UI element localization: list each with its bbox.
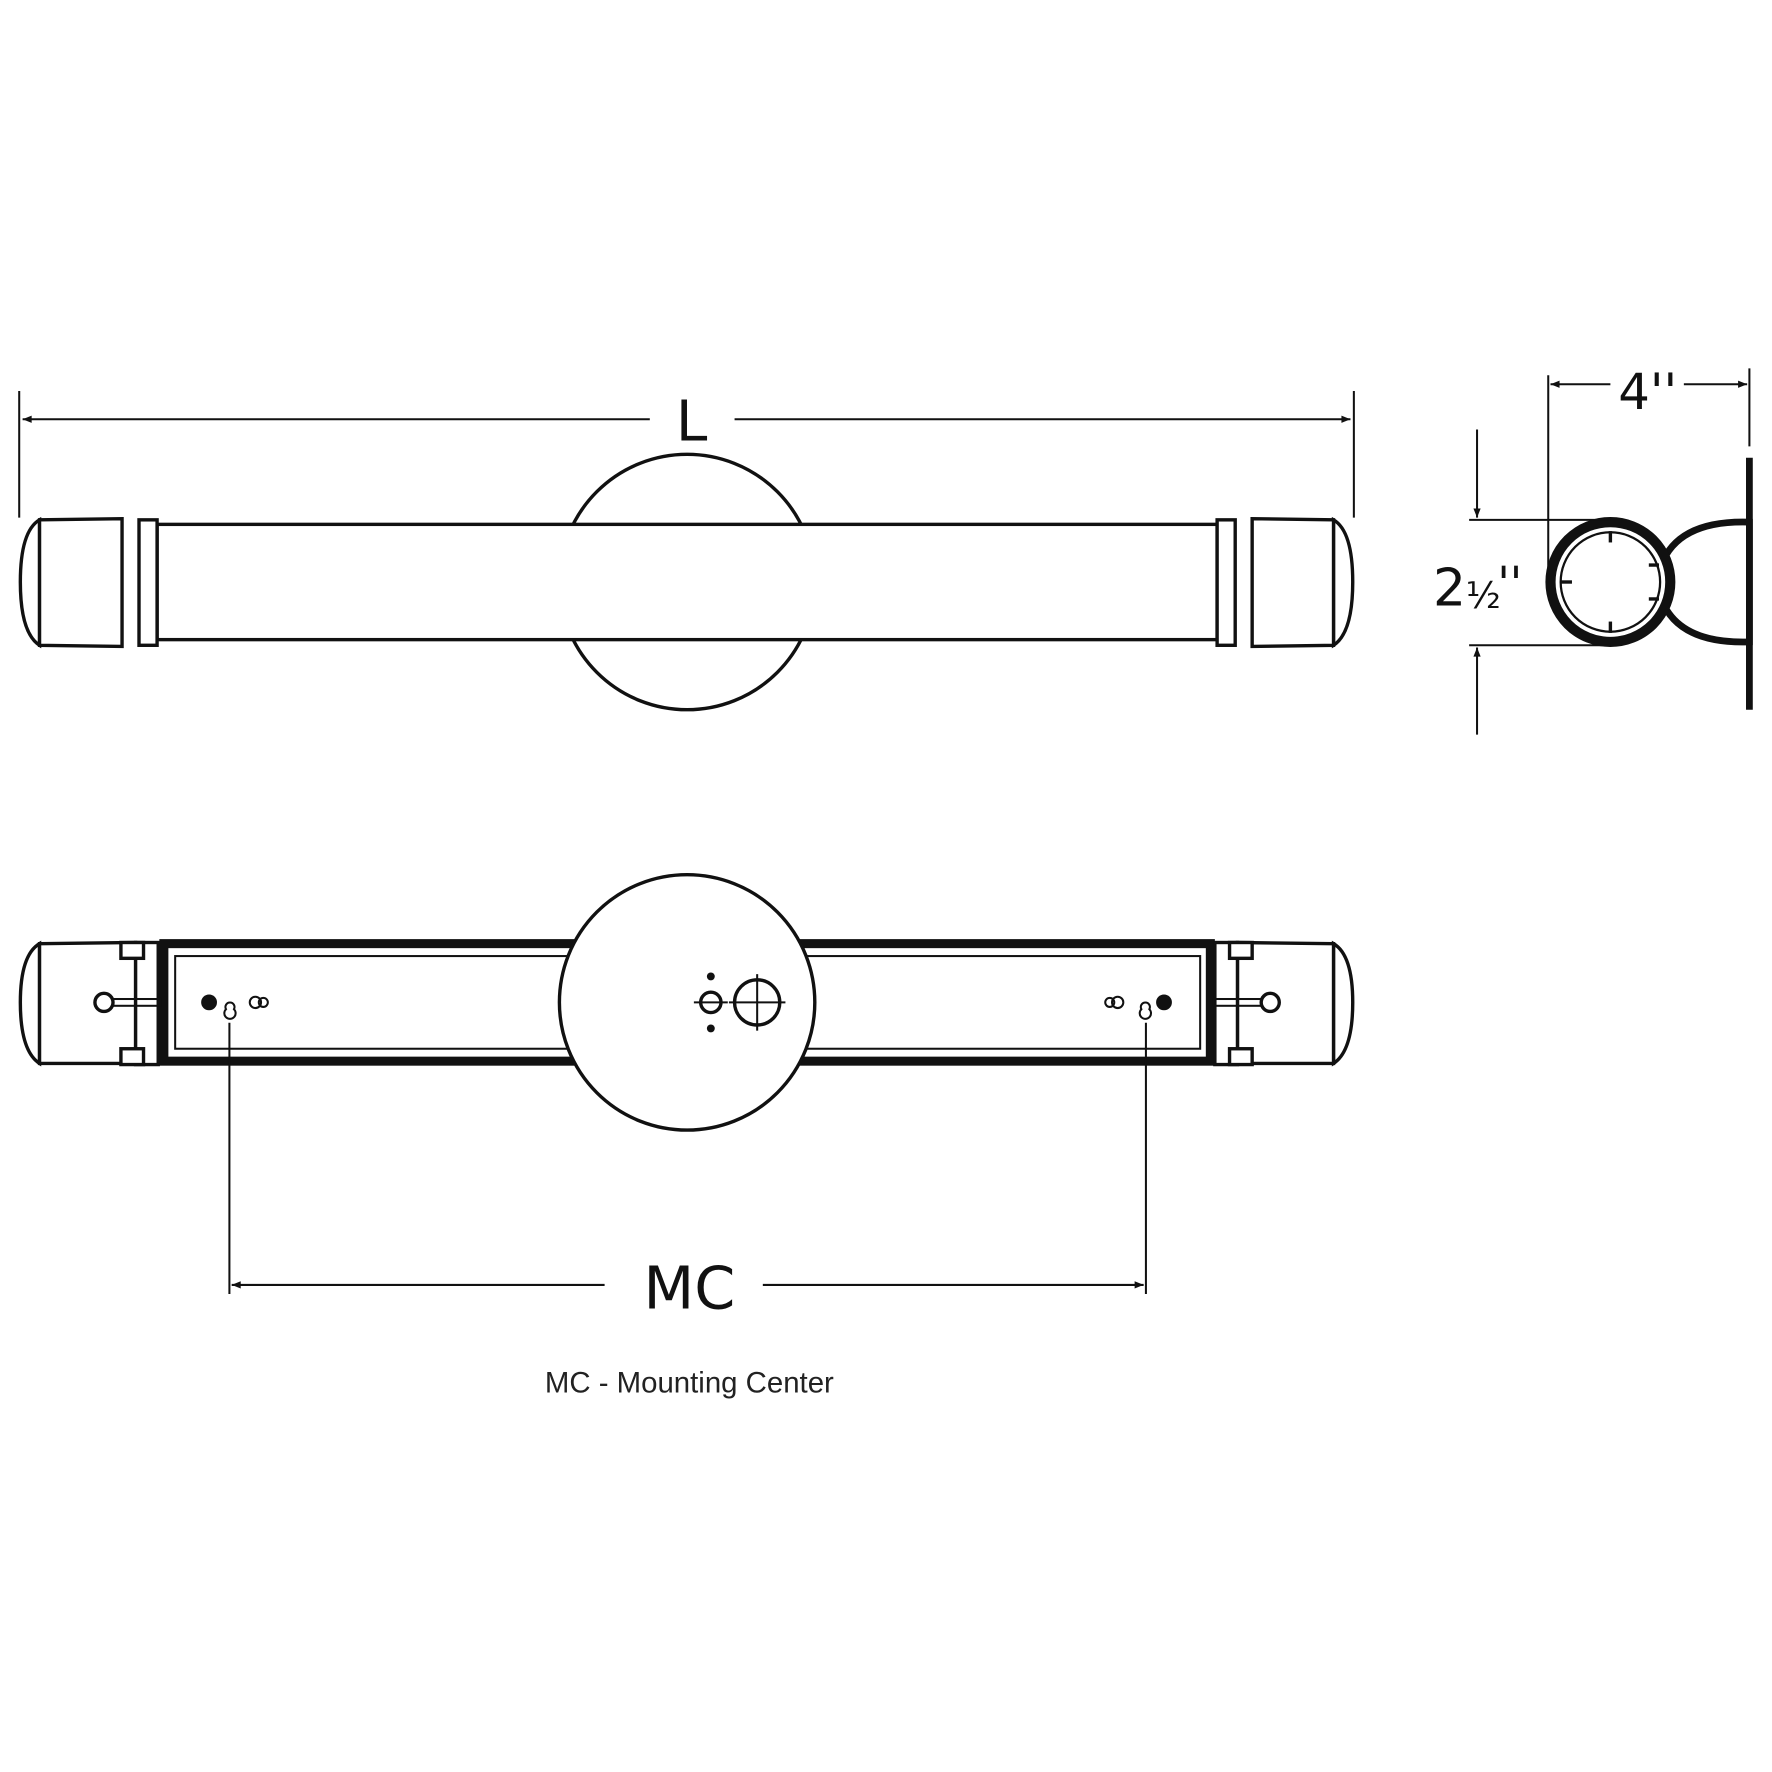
tube: [155, 522, 1219, 642]
length-label: L: [676, 390, 708, 455]
svg-text:'': '': [1497, 557, 1522, 610]
svg-text:2: 2: [1433, 559, 1466, 619]
height-label: 2 ½ '': [1433, 557, 1522, 619]
canopy-holes: [693, 972, 786, 1033]
right-end-cap: [1215, 516, 1355, 649]
tube-section: [1545, 517, 1676, 647]
svg-text:½: ½: [1466, 574, 1501, 617]
front-view: L: [18, 390, 1355, 712]
canopy-circle: [557, 873, 817, 1132]
back-view: MC MC - Mounting Center: [18, 873, 1355, 1399]
mc-label: MC: [644, 1254, 736, 1323]
bracket-arm: [1658, 518, 1753, 646]
side-view: 4'' 2 ½ '': [1433, 363, 1753, 735]
caption: MC - Mounting Center: [545, 1366, 834, 1399]
left-end-cap: [18, 516, 159, 649]
right-end-cap: [1104, 940, 1355, 1067]
left-end-cap: [18, 940, 269, 1067]
width-label: 4'': [1618, 363, 1677, 421]
